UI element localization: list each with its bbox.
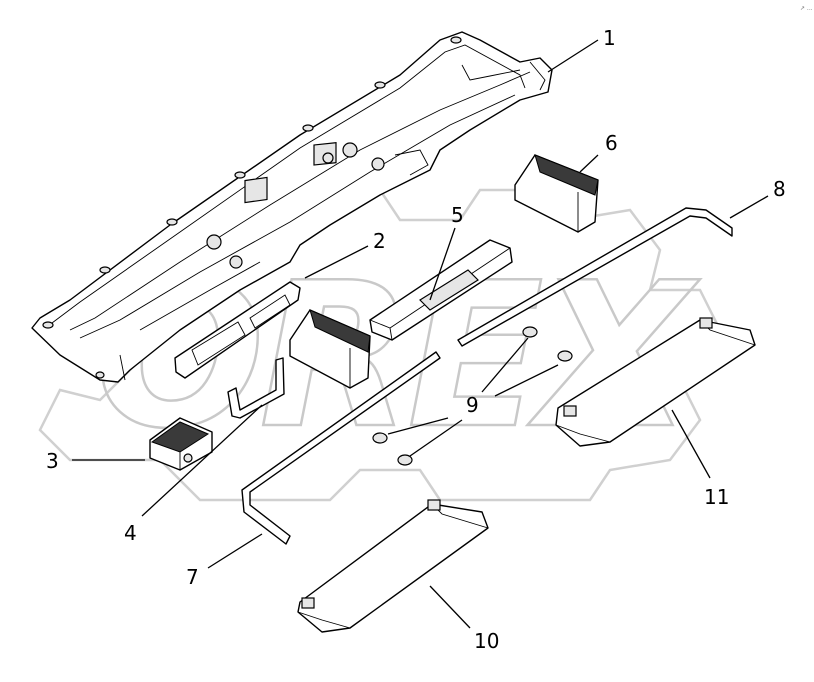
watermark-gear xyxy=(38,188,722,502)
part-6-lamp-housing-upper xyxy=(514,154,599,233)
part-4-bracket xyxy=(227,357,285,419)
callout-9: 9 xyxy=(466,393,479,417)
callout-labels: 1 2 3 4 5 6 7 8 9 10 11 xyxy=(46,26,786,653)
corner-mark: ↗ ... xyxy=(800,5,813,12)
part-3-switch-module xyxy=(149,417,213,471)
part-1-overhead-panel xyxy=(31,31,553,383)
part-7-rod-lower xyxy=(241,351,441,545)
callout-1: 1 xyxy=(603,26,616,50)
callout-4: 4 xyxy=(124,521,137,545)
part-5-lamp-lens xyxy=(369,239,513,341)
part-1-screw-bosses xyxy=(42,36,462,379)
part-9-clips xyxy=(372,326,573,466)
callout-5: 5 xyxy=(451,203,464,227)
callout-8: 8 xyxy=(773,177,786,201)
callout-10: 10 xyxy=(474,629,499,653)
callout-3: 3 xyxy=(46,449,59,473)
part-10-sun-visor-left xyxy=(297,499,489,633)
part-2-trim-frame xyxy=(174,281,301,379)
callout-7: 7 xyxy=(186,565,199,589)
callout-2: 2 xyxy=(373,229,386,253)
callout-6: 6 xyxy=(605,131,618,155)
part-11-sun-visor-right xyxy=(555,317,756,447)
part-6-lamp-housing-lower xyxy=(289,309,371,389)
leader-lines xyxy=(72,39,769,629)
part-8-rod-upper xyxy=(457,207,733,347)
callout-11: 11 xyxy=(704,485,729,509)
